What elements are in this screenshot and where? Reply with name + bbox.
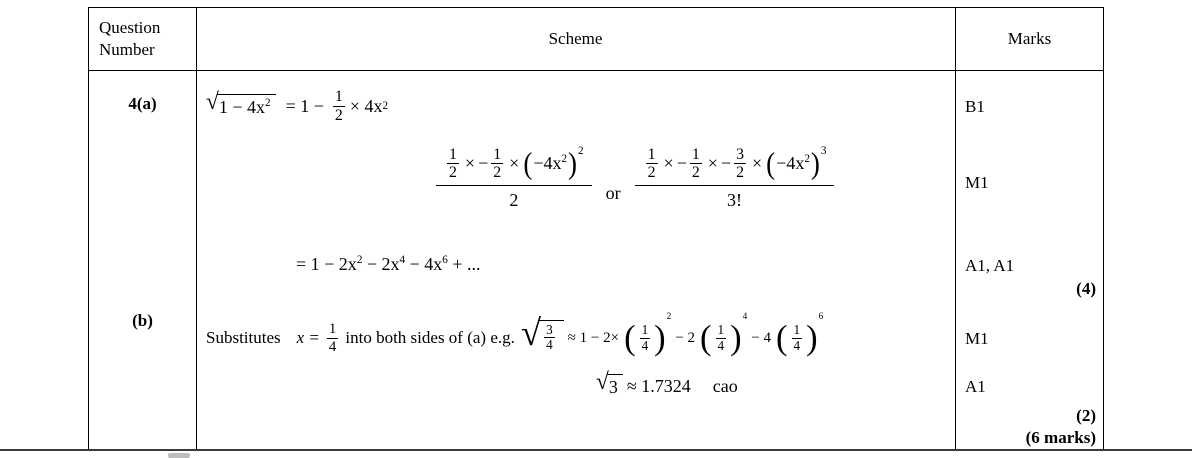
part-b-total: (2) — [1076, 406, 1096, 425]
radical-icon: √ — [596, 368, 609, 395]
column-divider-2 — [955, 8, 956, 449]
or-word: or — [605, 183, 621, 204]
cao-text: cao — [712, 375, 738, 396]
page-bottom-rule — [0, 449, 1192, 451]
times-sign: × — [464, 153, 476, 174]
sqrt-expression: √ 1 − 4x2 — [206, 88, 276, 119]
right-paren: ) — [568, 145, 578, 181]
header-marks: Marks — [1007, 29, 1052, 48]
mark-m1-b: M1 — [965, 329, 989, 348]
fraction-half: 1 2 — [332, 88, 345, 124]
right-paren: ) — [810, 145, 820, 181]
paren-power-group: ( −4x2 ) 2 — [523, 145, 584, 181]
mark-b1: B1 — [965, 97, 985, 116]
approx-expansion: ≈ 1 − 2× — [567, 329, 620, 346]
into-both-sides-text: into both sides of (a) e.g. — [345, 328, 515, 347]
radical-icon: √ — [520, 311, 542, 353]
minus-sign: − — [676, 153, 687, 174]
left-paren: ( — [624, 318, 636, 358]
question-total-marks: (6 marks) — [1025, 428, 1096, 447]
left-paren: ( — [700, 318, 712, 358]
paren-power-group: ( −4x2 ) 3 — [766, 145, 827, 181]
right-paren: ) — [806, 318, 818, 358]
left-paren: ( — [766, 145, 776, 181]
times-sign: × — [707, 153, 718, 174]
radical-icon: √ — [206, 88, 219, 115]
mark-a1-b: A1 — [965, 377, 986, 396]
left-paren: ( — [523, 145, 533, 181]
times-sign: × — [752, 153, 763, 174]
part-a-total: (4) — [1076, 279, 1096, 298]
right-paren: ) — [654, 318, 666, 358]
question-label-4a: 4(a) — [128, 94, 157, 113]
right-paren: ) — [730, 318, 742, 358]
question-label-b: (b) — [132, 311, 153, 330]
header-scheme: Scheme — [548, 29, 603, 48]
mark-m1-a: M1 — [965, 173, 989, 192]
minus-sign: − — [478, 153, 489, 174]
approx-value: ≈ 1.7324 — [626, 375, 691, 396]
left-paren: ( — [776, 318, 788, 358]
mark-a1-a1: A1, A1 — [965, 256, 1015, 275]
times-sign: × — [663, 153, 674, 174]
minus-sign: − — [720, 153, 732, 174]
column-divider-1 — [196, 8, 197, 449]
scheme-line-a3: = 1 − 2x2 − 2x4 − 4x6 + ... — [296, 254, 481, 274]
sqrt-three: √ 3 — [596, 368, 623, 399]
scheme-line-b2: √ 3 ≈ 1.7324 cao — [596, 370, 738, 402]
equation-middle: = 1 − — [285, 95, 324, 116]
times-sign: × — [509, 153, 520, 174]
cropped-artifact — [168, 453, 190, 458]
substitutes-text: Substitutes — [206, 328, 281, 347]
header-divider — [89, 70, 1103, 71]
radicand: 1 − 4x2 — [216, 93, 276, 119]
mark-scheme-table: Question Number Scheme Marks 4(a) (b) √ … — [88, 7, 1104, 450]
x-equals: x = — [296, 328, 320, 347]
header-question-number: Question Number — [99, 17, 161, 59]
equation-tail: × 4x — [349, 95, 383, 116]
